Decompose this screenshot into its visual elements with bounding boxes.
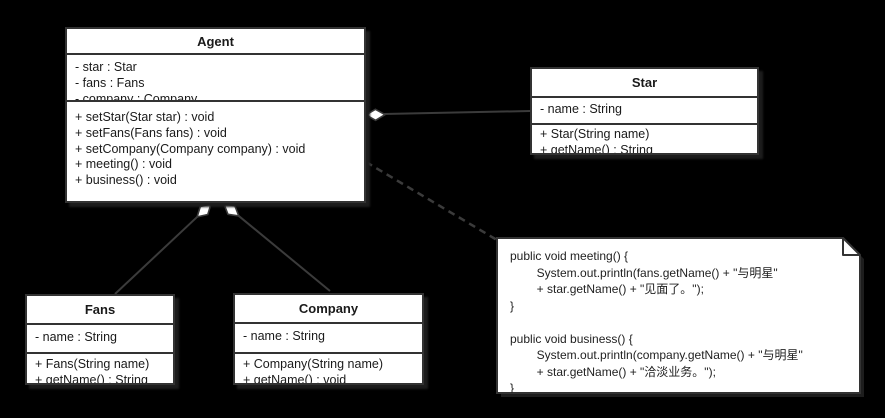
class-title: Fans	[27, 296, 173, 325]
note-code: public void meeting() { System.out.print…	[510, 249, 803, 393]
aggregation-agent-company[interactable]	[221, 200, 331, 292]
association-line	[237, 214, 331, 292]
method-row: + setCompany(Company company) : void	[75, 141, 306, 156]
attribute-row: - star : Star	[75, 60, 137, 74]
method-row: + meeting() : void	[75, 157, 172, 172]
methods-compartment: + Fans(String name) + getName() : String	[27, 354, 173, 383]
diamond-aggregation-icon	[222, 202, 241, 217]
attributes-compartment: - name : String	[532, 98, 757, 125]
association-line	[383, 110, 531, 115]
method-row: + Fans(String name)	[35, 357, 150, 371]
attributes-compartment: - name : String	[27, 325, 173, 354]
method-row: + setStar(Star star) : void	[75, 110, 215, 124]
class-title: Agent	[67, 29, 364, 55]
diamond-aggregation-icon	[195, 202, 213, 219]
diamond-aggregation-icon	[364, 108, 387, 122]
method-row: + getName() : void	[243, 372, 347, 383]
method-row: + Star(String name)	[540, 127, 650, 141]
aggregation-agent-fans[interactable]	[114, 200, 215, 295]
method-row: + Company(String name)	[243, 357, 383, 371]
aggregation-agent-star[interactable]	[364, 108, 531, 122]
attributes-compartment: - name : String	[235, 324, 422, 354]
note-shape[interactable]	[496, 237, 861, 394]
association-line	[114, 215, 199, 295]
attributes-compartment: - star : Star - fans : Fans - company : …	[67, 55, 364, 102]
folded-corner-icon	[842, 237, 861, 256]
method-row: + business() : void	[75, 173, 177, 188]
class-agent[interactable]: Agent - star : Star - fans : Fans - comp…	[65, 27, 366, 203]
method-row: + getName() : String	[540, 142, 653, 153]
attribute-row: - name : String	[540, 102, 622, 116]
methods-compartment: + setStar(Star star) : void + setFans(Fa…	[67, 102, 364, 201]
method-row: + getName() : String	[35, 372, 148, 383]
class-title: Company	[235, 295, 422, 324]
attribute-row: - company : Company	[75, 91, 198, 102]
methods-compartment: + Company(String name) + getName() : voi…	[235, 354, 422, 383]
attribute-row: - name : String	[243, 329, 325, 343]
class-title: Star	[532, 69, 757, 98]
code-note[interactable]: public void meeting() { System.out.print…	[497, 238, 860, 393]
attribute-row: - fans : Fans	[75, 75, 145, 90]
class-company[interactable]: Company - name : String + Company(String…	[233, 293, 424, 385]
attribute-row: - name : String	[35, 330, 117, 344]
method-row: + setFans(Fans fans) : void	[75, 125, 227, 140]
note-link-line[interactable]	[365, 160, 498, 242]
methods-compartment: + Star(String name) + getName() : String	[532, 125, 757, 153]
class-fans[interactable]: Fans - name : String + Fans(String name)…	[25, 294, 175, 385]
class-star[interactable]: Star - name : String + Star(String name)…	[530, 67, 759, 155]
